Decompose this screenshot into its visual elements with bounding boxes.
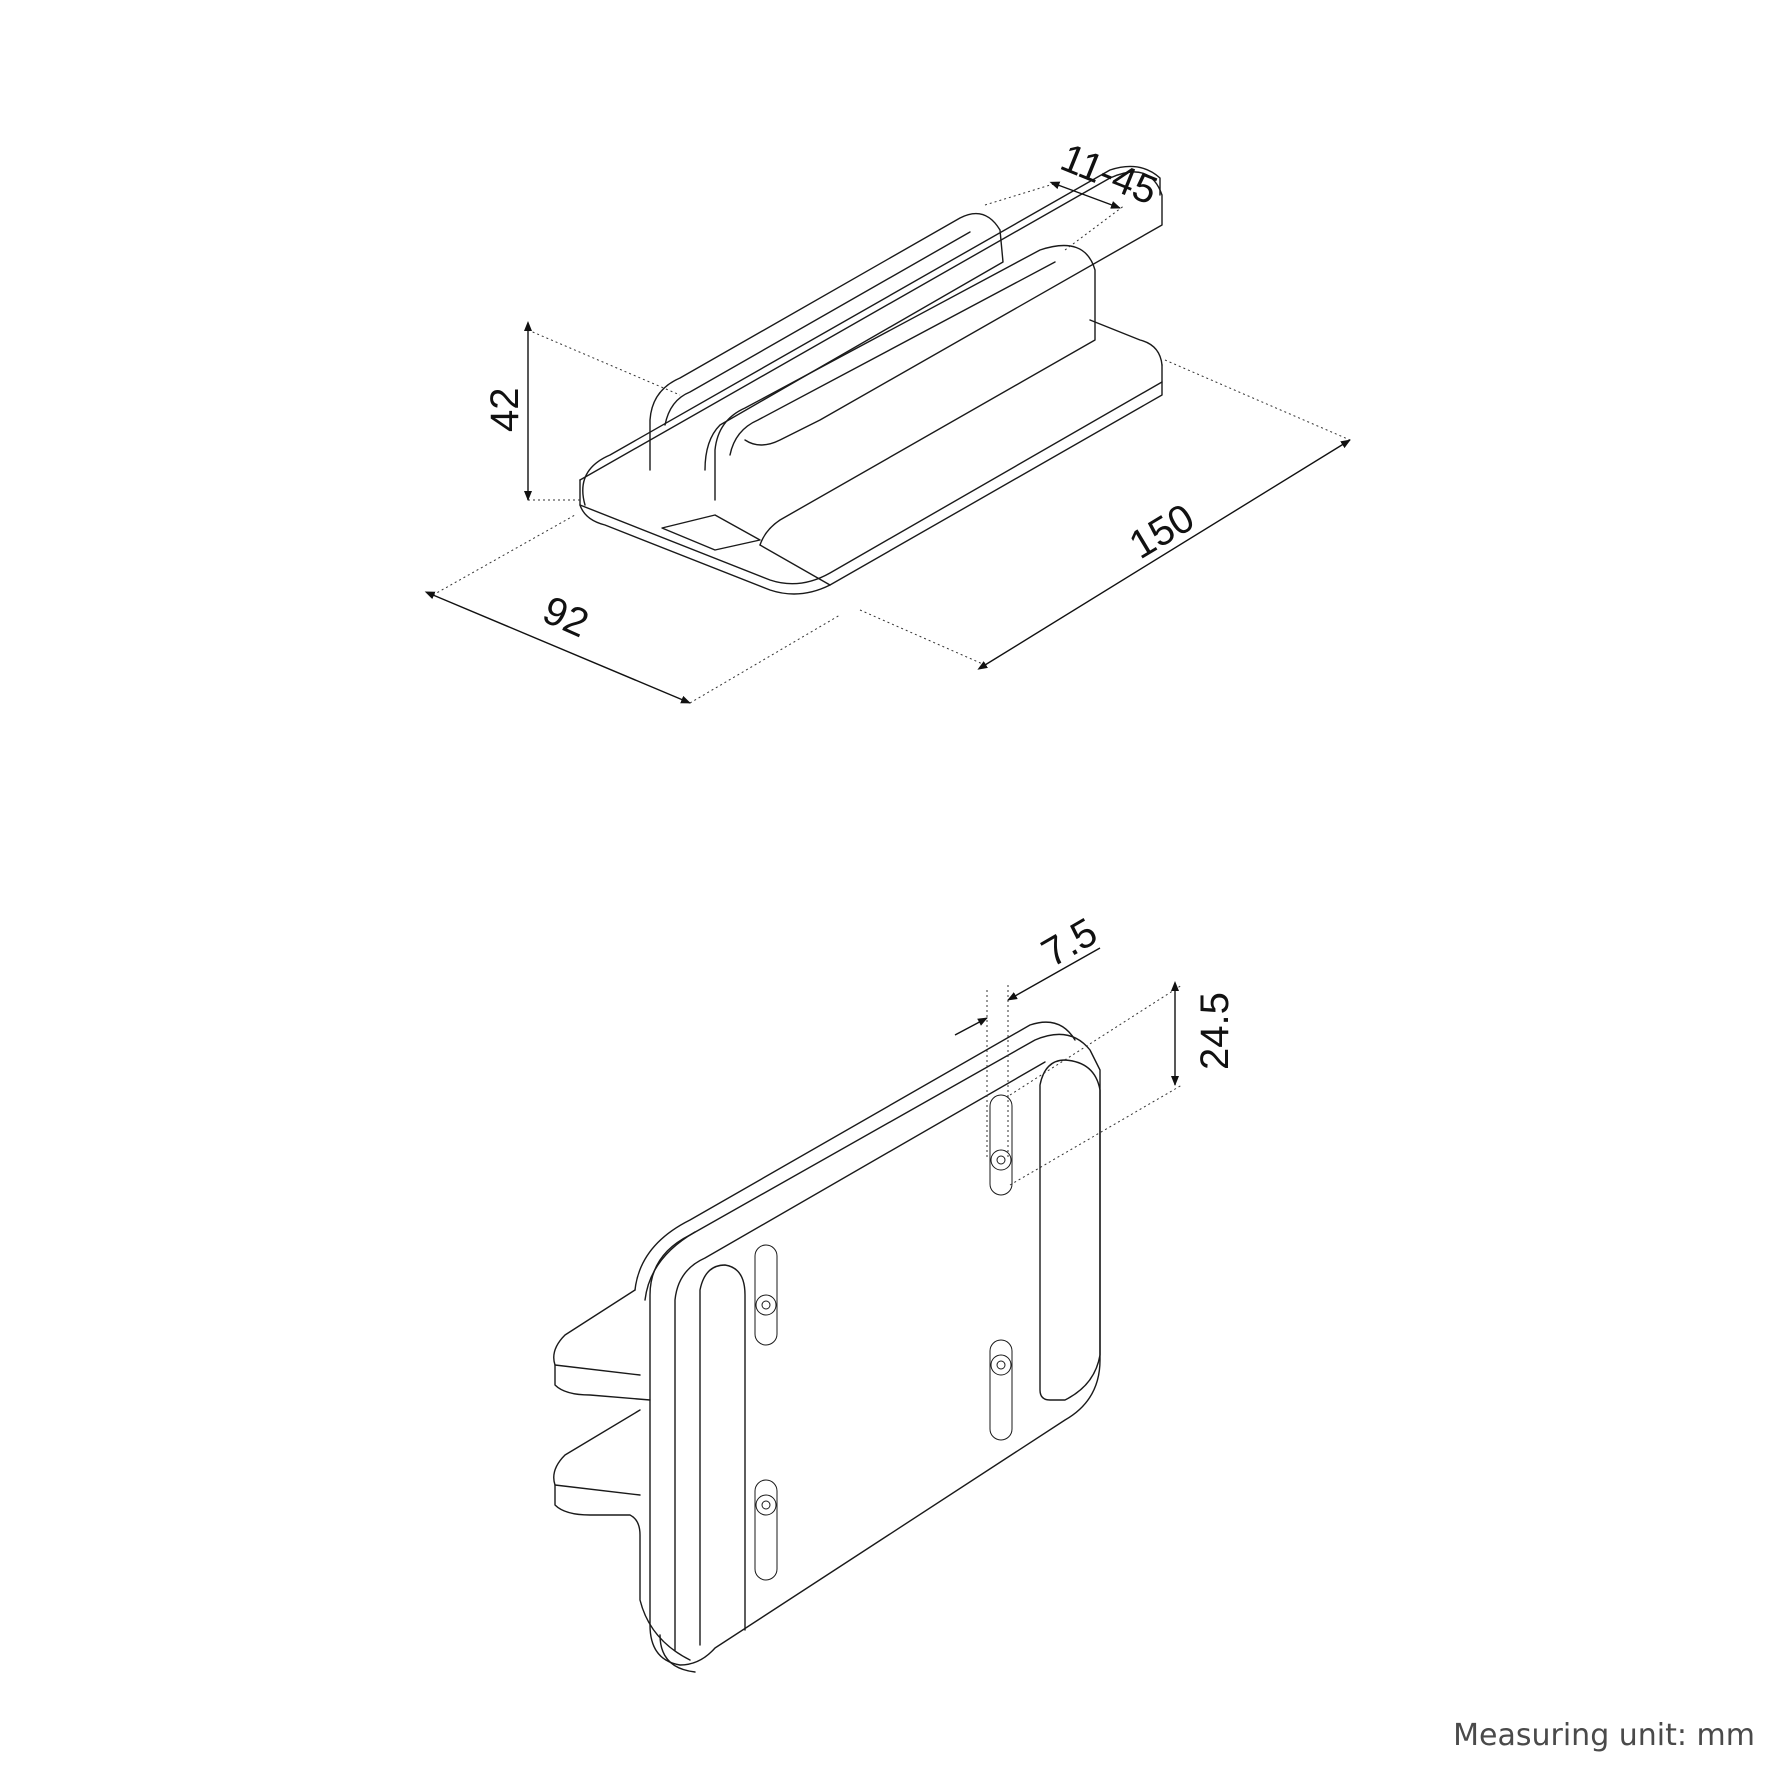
dim-label-slot-offset: 7.5 xyxy=(1035,910,1105,976)
dim-label-slot-length: 24.5 xyxy=(1193,992,1237,1070)
slot-screw-1 xyxy=(989,1094,1013,1196)
dimension-length: 150 xyxy=(859,359,1351,670)
dim-label-height: 42 xyxy=(483,388,527,433)
dim-label-slot-width: 11-45 xyxy=(1055,136,1164,214)
dimension-height: 42 xyxy=(483,321,681,501)
dimension-slot-width: 11-45 xyxy=(984,136,1164,251)
dimension-depth: 92 xyxy=(424,514,841,704)
dim-label-length: 150 xyxy=(1122,496,1202,568)
dimension-slot-offset: 7.5 xyxy=(954,910,1105,1160)
stand-bottom-view xyxy=(553,1021,1101,1673)
measuring-unit-note: Measuring unit: mm xyxy=(1453,1718,1755,1753)
slot-screw-3 xyxy=(989,1339,1013,1441)
slot-screw-4 xyxy=(754,1479,778,1581)
stand-top-view xyxy=(579,165,1163,595)
dim-label-depth: 92 xyxy=(536,588,595,646)
dimension-slot-length: 24.5 xyxy=(1009,981,1237,1186)
slot-screw-2 xyxy=(754,1244,778,1346)
